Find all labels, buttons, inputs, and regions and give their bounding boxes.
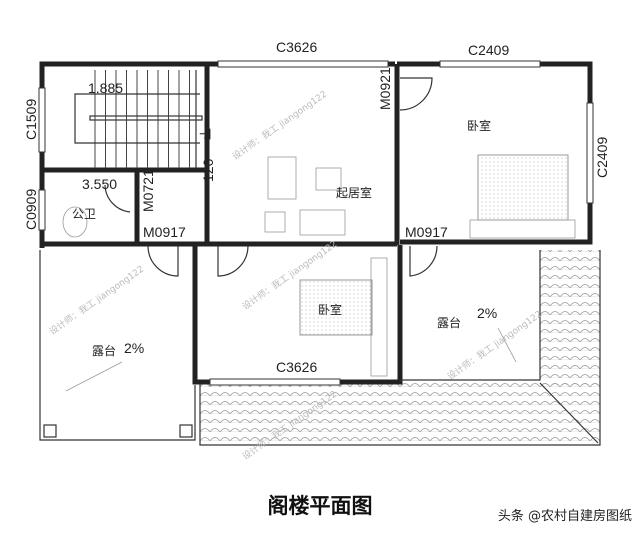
stair-width: 120	[200, 158, 216, 182]
stair-down-label: 下	[198, 128, 212, 140]
window-label: C0909	[23, 189, 39, 230]
stair-elevation: 1.885	[88, 80, 123, 96]
window-label: C3626	[276, 359, 317, 375]
bath-elevation: 3.550	[82, 176, 117, 192]
watermark: 设计师：我工 jiangong122	[47, 263, 146, 338]
room-label: 卧室	[318, 302, 342, 317]
room-label: 卧室	[467, 118, 491, 133]
tiled-roof	[199, 250, 601, 446]
room-label: 露台	[92, 343, 116, 358]
window-label: C1509	[23, 99, 39, 140]
door-swings	[104, 77, 438, 277]
window-marks	[38, 60, 594, 386]
credit-watermark: 头条 @农村自建房图纸	[498, 508, 632, 524]
walls	[39, 61, 593, 441]
window-label: C2409	[594, 137, 610, 178]
door-label: M0921	[377, 67, 393, 110]
furniture	[62, 154, 576, 377]
slope-label: 2%	[124, 340, 144, 356]
door-label: M0917	[143, 224, 186, 240]
room-label: 起居室	[336, 185, 372, 200]
window-label: C3626	[276, 39, 317, 55]
door-label: M0721	[140, 169, 156, 212]
staircase	[74, 70, 203, 168]
watermark: 设计师：我工 jiangong122	[230, 88, 329, 163]
plan-title: 阁楼平面图	[268, 494, 373, 518]
window-label: C2409	[468, 42, 509, 58]
room-label: 公卫	[72, 207, 96, 221]
slope-label: 2%	[477, 305, 497, 321]
door-label: M0917	[405, 224, 448, 240]
room-label: 露台	[437, 315, 461, 330]
